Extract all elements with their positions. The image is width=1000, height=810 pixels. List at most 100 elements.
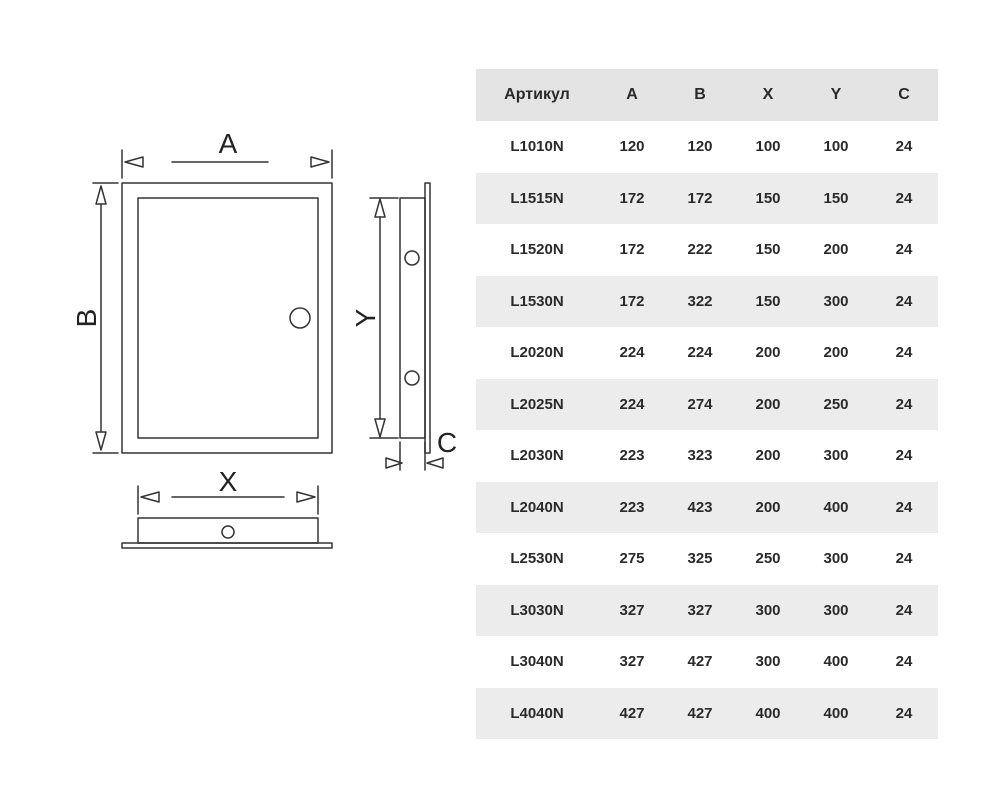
cell-c: 24 xyxy=(895,138,913,156)
cell-y: 100 xyxy=(823,138,849,156)
dimension-c xyxy=(385,441,444,471)
dimension-x-label: X xyxy=(219,466,238,497)
front-view xyxy=(121,182,333,454)
dimension-y xyxy=(369,197,399,439)
dimension-c-arrow-right xyxy=(426,457,444,469)
cell-a: 224 xyxy=(619,344,645,362)
cell-x: 200 xyxy=(755,447,781,465)
bottom-lock-icon xyxy=(221,525,235,539)
dimension-y-label: Y xyxy=(350,308,381,327)
dimension-y-arrow-top xyxy=(374,198,386,218)
cell-y: 400 xyxy=(823,653,849,671)
cell-c: 24 xyxy=(895,447,913,465)
cell-a: 327 xyxy=(619,653,645,671)
table-row: L2530N 275 325 250 300 24 xyxy=(476,533,938,585)
cell-y: 400 xyxy=(823,704,849,722)
cell-b: 427 xyxy=(687,653,713,671)
cell-y: 300 xyxy=(823,447,849,465)
cell-a: 223 xyxy=(619,498,645,516)
cell-c: 24 xyxy=(895,241,913,259)
cell-b: 274 xyxy=(687,395,713,413)
cell-c: 24 xyxy=(895,653,913,671)
cell-a: 224 xyxy=(619,395,645,413)
cell-y: 150 xyxy=(823,189,849,207)
cell-b: 423 xyxy=(687,498,713,516)
cell-x: 200 xyxy=(755,395,781,413)
cell-c: 24 xyxy=(895,704,913,722)
cell-article: L1010N xyxy=(510,138,564,156)
cell-b: 120 xyxy=(687,138,713,156)
cell-a: 172 xyxy=(619,189,645,207)
cell-a: 120 xyxy=(619,138,645,156)
cell-c: 24 xyxy=(895,601,913,619)
cell-b: 323 xyxy=(687,447,713,465)
cell-article: L2040N xyxy=(510,498,564,516)
cell-article: L2020N xyxy=(510,344,564,362)
cell-x: 200 xyxy=(755,344,781,362)
cell-b: 172 xyxy=(687,189,713,207)
side-hinge-bottom-icon xyxy=(404,370,420,386)
dimension-a-label: A xyxy=(219,128,238,159)
header-c: C xyxy=(898,86,910,103)
cell-b: 327 xyxy=(687,601,713,619)
dimension-c-arrow-left xyxy=(385,457,403,469)
cell-x: 250 xyxy=(755,550,781,568)
cell-a: 275 xyxy=(619,550,645,568)
table-header-row: Артикул A B X Y C xyxy=(476,69,938,121)
dimension-c-label: C xyxy=(437,427,457,458)
front-lock-icon xyxy=(289,307,311,329)
bottom-view xyxy=(121,517,333,549)
cell-a: 427 xyxy=(619,704,645,722)
cell-x: 150 xyxy=(755,189,781,207)
cell-article: L2530N xyxy=(510,550,564,568)
cell-x: 300 xyxy=(755,601,781,619)
cell-y: 250 xyxy=(823,395,849,413)
cell-c: 24 xyxy=(895,550,913,568)
cell-a: 327 xyxy=(619,601,645,619)
side-view xyxy=(399,182,431,454)
cell-article: L2025N xyxy=(510,395,564,413)
cell-x: 150 xyxy=(755,292,781,310)
dimension-a xyxy=(121,149,333,179)
dimension-b-arrow-bottom xyxy=(95,431,107,451)
cell-c: 24 xyxy=(895,498,913,516)
dimension-y-arrow-bottom xyxy=(374,418,386,438)
cell-c: 24 xyxy=(895,292,913,310)
header-b: B xyxy=(694,86,706,103)
header-article: Артикул xyxy=(504,86,570,103)
header-x: X xyxy=(762,86,774,103)
dimension-b-arrow-top xyxy=(95,185,107,205)
dimension-a-arrow-right xyxy=(310,156,330,168)
cell-article: L1520N xyxy=(510,241,564,259)
cell-x: 150 xyxy=(755,241,781,259)
cell-b: 325 xyxy=(687,550,713,568)
side-body xyxy=(399,197,426,439)
cell-y: 300 xyxy=(823,292,849,310)
front-outer-frame xyxy=(121,182,333,454)
cell-article: L4040N xyxy=(510,704,564,722)
cell-y: 300 xyxy=(823,550,849,568)
cell-x: 100 xyxy=(755,138,781,156)
cell-article: L3030N xyxy=(510,601,564,619)
cell-article: L2030N xyxy=(510,447,564,465)
cell-c: 24 xyxy=(895,344,913,362)
dimension-b-label: B xyxy=(71,309,102,328)
cell-a: 172 xyxy=(619,292,645,310)
cell-article: L1530N xyxy=(510,292,564,310)
dimension-a-arrow-left xyxy=(124,156,144,168)
side-hinge-top-icon xyxy=(404,250,420,266)
cell-x: 200 xyxy=(755,498,781,516)
cell-article: L1515N xyxy=(510,189,564,207)
